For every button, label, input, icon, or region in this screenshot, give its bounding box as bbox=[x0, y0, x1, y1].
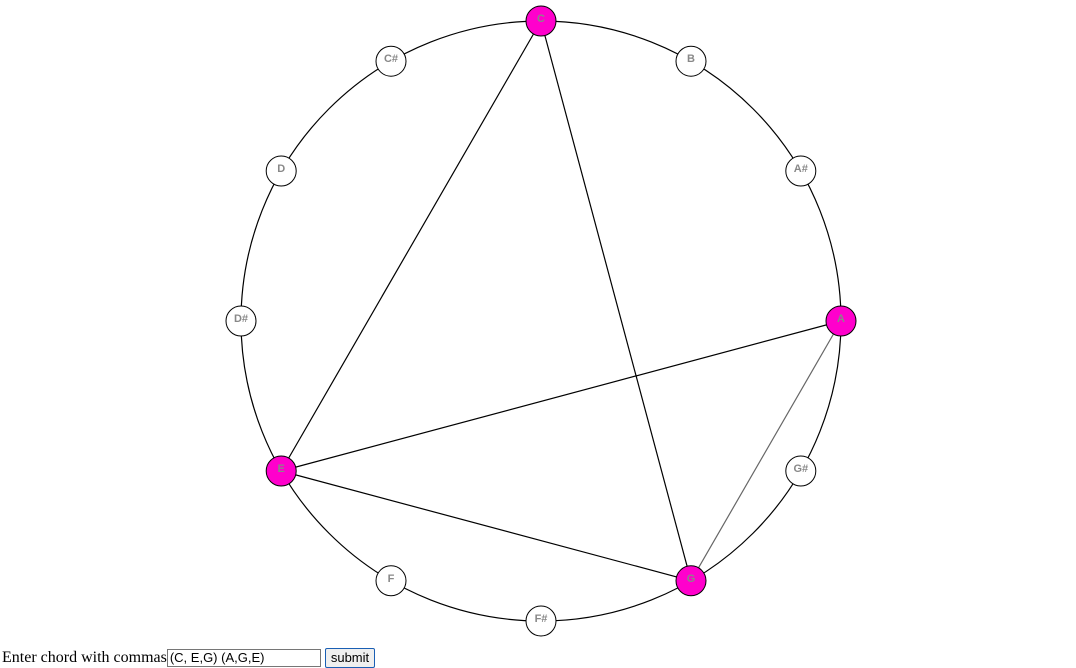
note-circle-f-sharp[interactable] bbox=[525, 605, 557, 637]
note-node-g[interactable]: G bbox=[675, 565, 707, 597]
note-label-b: B bbox=[687, 53, 695, 65]
chord-form: Enter chord with commas submit bbox=[2, 647, 376, 668]
note-node-a-sharp[interactable]: A# bbox=[785, 155, 817, 187]
note-circle-b[interactable] bbox=[675, 45, 707, 77]
note-label-f: F bbox=[388, 573, 395, 585]
chord-prompt-label: Enter chord with commas bbox=[2, 648, 167, 666]
note-label-c: C bbox=[537, 13, 545, 25]
note-node-f[interactable]: F bbox=[375, 565, 407, 597]
chord-circle-diagram: C B A# A G# G F# F E D# D C# bbox=[225, 5, 857, 637]
note-node-e[interactable]: E bbox=[265, 455, 297, 487]
note-node-g-sharp[interactable]: G# bbox=[785, 455, 817, 487]
chord-edge-A-G bbox=[690, 320, 842, 582]
note-circle-d-sharp[interactable] bbox=[225, 305, 257, 337]
note-circle-f[interactable] bbox=[375, 565, 407, 597]
note-node-d-sharp[interactable]: D# bbox=[225, 305, 257, 337]
note-label-e: E bbox=[278, 463, 285, 475]
note-label-g-sharp: G# bbox=[793, 463, 808, 475]
note-circle-d[interactable] bbox=[265, 155, 297, 187]
note-label-f-sharp: F# bbox=[535, 613, 548, 625]
note-circle-g-sharp[interactable] bbox=[785, 455, 817, 487]
note-label-g: G bbox=[687, 573, 696, 585]
note-node-f-sharp[interactable]: F# bbox=[525, 605, 557, 637]
chord-edge-E-G bbox=[281, 470, 692, 582]
note-node-a[interactable]: A bbox=[825, 305, 857, 337]
note-node-c-sharp[interactable]: C# bbox=[375, 45, 407, 77]
chord-edge-C-E bbox=[280, 20, 542, 472]
chord-edge-C-G bbox=[540, 20, 692, 581]
note-label-a-sharp: A# bbox=[794, 163, 808, 175]
note-label-d-sharp: D# bbox=[234, 313, 248, 325]
note-circle-e[interactable] bbox=[265, 455, 297, 487]
note-circle-g[interactable] bbox=[675, 565, 707, 597]
note-circle-c-sharp[interactable] bbox=[375, 45, 407, 77]
note-label-c-sharp: C# bbox=[384, 53, 398, 65]
note-node-c[interactable]: C bbox=[525, 5, 557, 37]
note-circle-a[interactable] bbox=[825, 305, 857, 337]
outer-circle bbox=[240, 20, 842, 622]
note-label-a: A bbox=[837, 313, 845, 325]
note-circle-a-sharp[interactable] bbox=[785, 155, 817, 187]
note-label-d: D bbox=[277, 163, 285, 175]
submit-button[interactable]: submit bbox=[324, 647, 376, 668]
note-node-d[interactable]: D bbox=[265, 155, 297, 187]
note-circle-c[interactable] bbox=[525, 5, 557, 37]
chord-input[interactable] bbox=[166, 648, 321, 667]
note-node-b[interactable]: B bbox=[675, 45, 707, 77]
chord-edge-A-E bbox=[281, 320, 842, 472]
